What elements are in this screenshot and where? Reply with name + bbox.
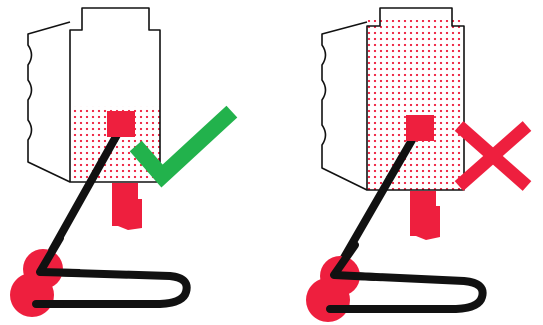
- valve-block: [406, 115, 434, 141]
- panel-correct: [10, 7, 238, 317]
- pivot-lower: [10, 273, 54, 317]
- housing: [27, 7, 161, 183]
- panel-incorrect: [306, 7, 532, 322]
- nozzle: [112, 183, 142, 230]
- pivot-lower: [306, 278, 350, 322]
- cross-icon: [454, 121, 532, 191]
- nozzle: [410, 191, 440, 240]
- housing: [321, 7, 465, 191]
- fill-level-dots: [367, 20, 464, 190]
- valve-block: [107, 111, 135, 137]
- check-icon: [129, 105, 238, 188]
